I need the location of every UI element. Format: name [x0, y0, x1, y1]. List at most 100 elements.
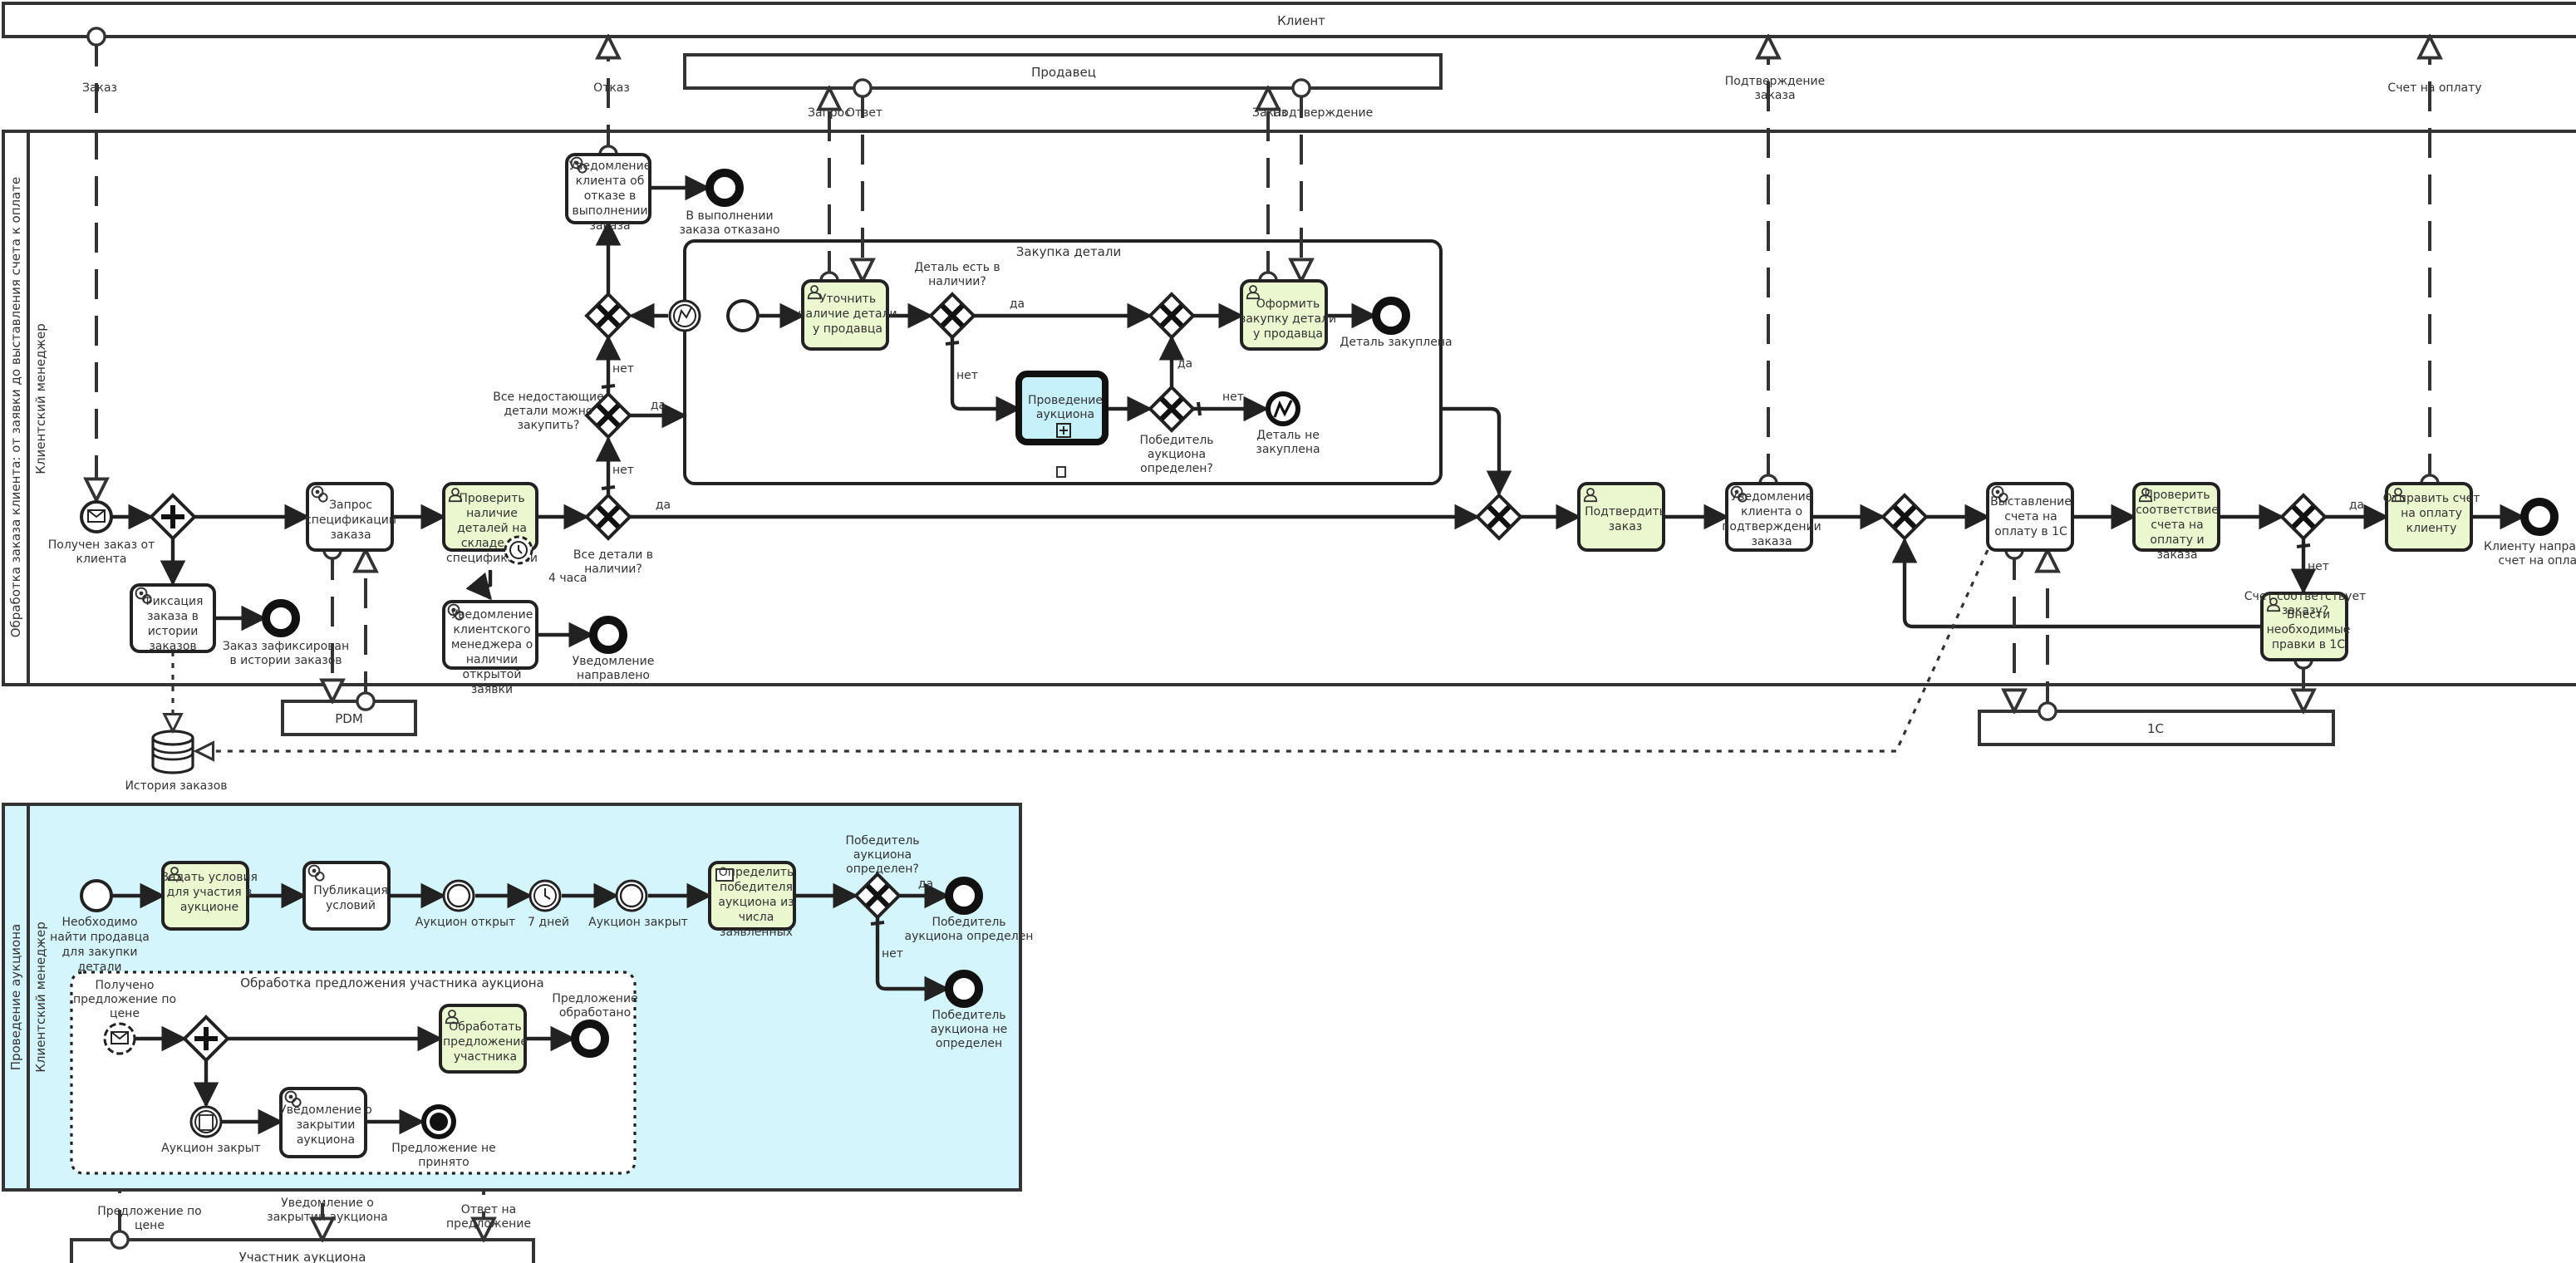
- flow-label-no-1: нет: [612, 464, 634, 477]
- end-event-invoice-sent-label: Клиенту направленсчет на оплату: [2484, 540, 2576, 568]
- end-event-invoice-sent[interactable]: Клиенту направленсчет на оплату: [2484, 498, 2576, 568]
- gateway-parallel-offer[interactable]: [182, 1015, 230, 1063]
- pool-1c[interactable]: 1С: [1978, 710, 2335, 746]
- msg-label-invoice: Счет на оплату: [2387, 81, 2481, 95]
- end-event-part-bought[interactable]: Деталь закуплена: [1340, 297, 1453, 349]
- event-auction-closed[interactable]: Аукцион закрыт: [588, 879, 688, 929]
- flow-label-yes-4: да: [1177, 357, 1192, 371]
- flow-label-yes-5: да: [2349, 499, 2364, 512]
- event-sub-auction-closed[interactable]: Аукцион закрыт: [161, 1105, 261, 1155]
- timer-7d-label: 7 дней: [528, 916, 569, 929]
- event-subprocess-offer-label: Обработка предложения участника аукциона: [240, 976, 544, 990]
- gateway-merge-invoice[interactable]: [1880, 493, 1929, 541]
- flow-label-no-3: нет: [956, 369, 978, 382]
- event-auction-opened[interactable]: Аукцион открыт: [415, 879, 515, 929]
- data-store-history[interactable]: История заказов: [125, 730, 228, 793]
- pool-participant[interactable]: Участник аукциона: [70, 1238, 535, 1263]
- timer-7d-event[interactable]: 7 дней: [528, 879, 569, 929]
- event-sub-auction-closed-label: Аукцион закрыт: [161, 1142, 261, 1155]
- flow-labels-main: да нет да нет да нет да нет да нет: [612, 297, 2364, 573]
- data-store-label: История заказов: [125, 779, 227, 793]
- end-event-part-bought-label: Деталь закуплена: [1340, 336, 1452, 349]
- msg-label-confirmation: Подтверждение: [1273, 106, 1373, 120]
- event-auction-closed-label: Аукцион закрыт: [588, 916, 688, 929]
- gateway-merge-main[interactable]: [1475, 493, 1523, 541]
- subprocess-purchase[interactable]: Закупка детали: [683, 239, 1443, 485]
- gateway-parallel-start[interactable]: [149, 493, 197, 541]
- flow-label-no-4: нет: [1222, 391, 1244, 404]
- flow-label-yes-2: да: [651, 399, 666, 412]
- timer-4h-label: 4 часа: [548, 572, 587, 585]
- msg-label-order2: Заказ: [1252, 106, 1287, 120]
- gateway-merge-refusal[interactable]: [584, 292, 632, 340]
- pool-client[interactable]: Клиент: [2, 2, 2576, 38]
- pool-participant-label: Участник аукциона: [239, 1250, 366, 1263]
- pool-seller[interactable]: Продавец: [683, 53, 1443, 90]
- flow-label-no-a: нет: [882, 947, 903, 961]
- lane-main-label: Клиентский менеджер: [33, 323, 48, 474]
- sequence-flows-subprocess: [135, 1025, 577, 1135]
- pool-pdm[interactable]: PDM: [281, 700, 417, 736]
- boundary-error-event[interactable]: [668, 299, 701, 332]
- start-event-subprocess[interactable]: [726, 299, 760, 332]
- flow-label-yes-a: да: [918, 877, 933, 891]
- timer-4h-event[interactable]: 4 часа: [504, 535, 587, 585]
- gateway-merge-buy[interactable]: [1148, 292, 1196, 340]
- pool-seller-label: Продавец: [1031, 65, 1096, 80]
- pool-pdm-label: PDM: [335, 711, 363, 726]
